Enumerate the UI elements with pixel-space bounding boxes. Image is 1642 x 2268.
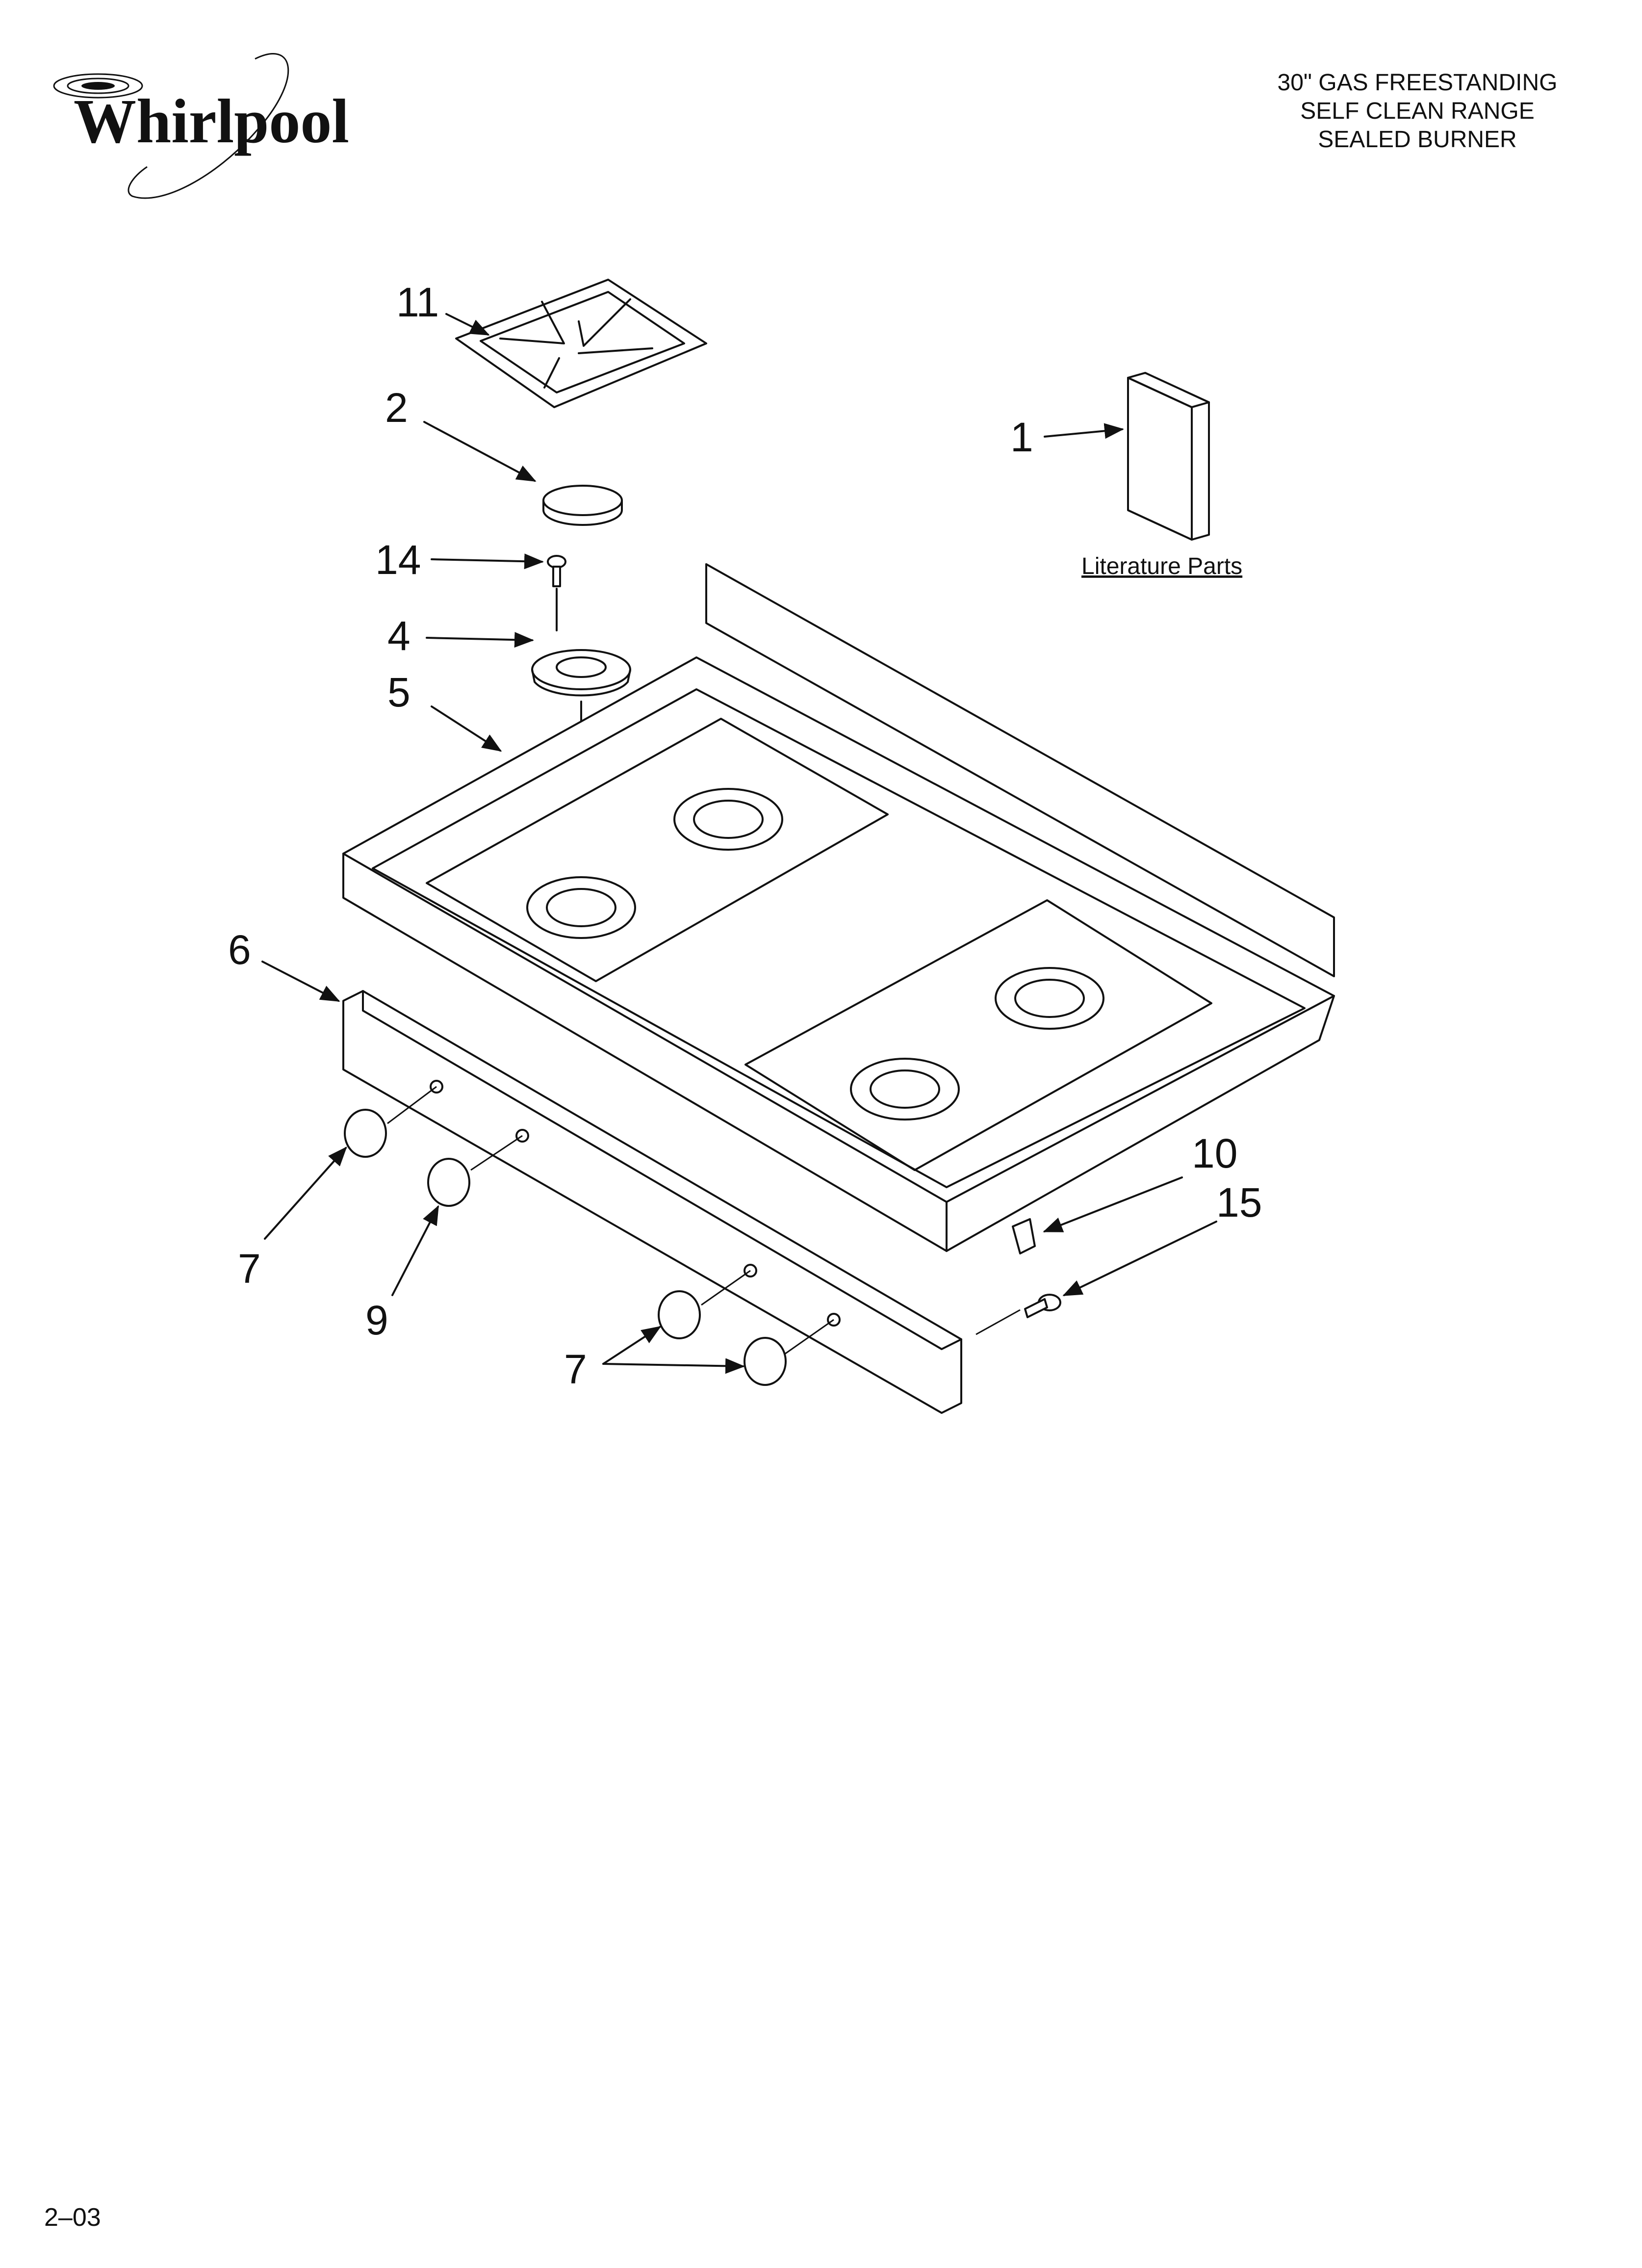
callout-6: 6 [228, 927, 251, 973]
callout-7-bottom: 7 [564, 1346, 587, 1392]
literature-parts [1127, 372, 1210, 541]
callout-7-left: 7 [238, 1246, 261, 1292]
callout-14: 14 [375, 537, 421, 583]
model-header: 30" GAS FREESTANDING SELF CLEAN RANGE SE… [1167, 69, 1642, 154]
callout-2: 2 [385, 385, 408, 431]
callout-10: 10 [1192, 1130, 1237, 1176]
literature-parts-label: Literature Parts [1081, 553, 1242, 579]
burner-base [531, 649, 631, 889]
callout-9: 9 [365, 1297, 388, 1343]
whirlpool-logo: Whirlpool [53, 53, 349, 199]
control-panel [342, 990, 962, 1414]
control-knobs [344, 1109, 787, 1386]
callout-15: 15 [1216, 1179, 1262, 1225]
header-line-1: 30" GAS FREESTANDING [1277, 70, 1558, 96]
page-code: 2–03 [44, 2203, 101, 2232]
leader-lines [261, 313, 1217, 1374]
burner-grate [455, 279, 707, 408]
header-line-3: SEALED BURNER [1318, 127, 1517, 153]
burner-cap [542, 485, 623, 526]
header-line-2: SELF CLEAN RANGE [1300, 98, 1535, 124]
cooktop [342, 563, 1335, 1252]
whirlpool-wordmark: Whirlpool [74, 86, 349, 156]
screw [547, 555, 566, 631]
bracket-and-screw [975, 1218, 1061, 1335]
callout-4: 4 [387, 613, 410, 659]
callout-11: 11 [396, 279, 439, 325]
callout-1: 1 [1010, 414, 1033, 460]
callout-5: 5 [387, 669, 410, 715]
